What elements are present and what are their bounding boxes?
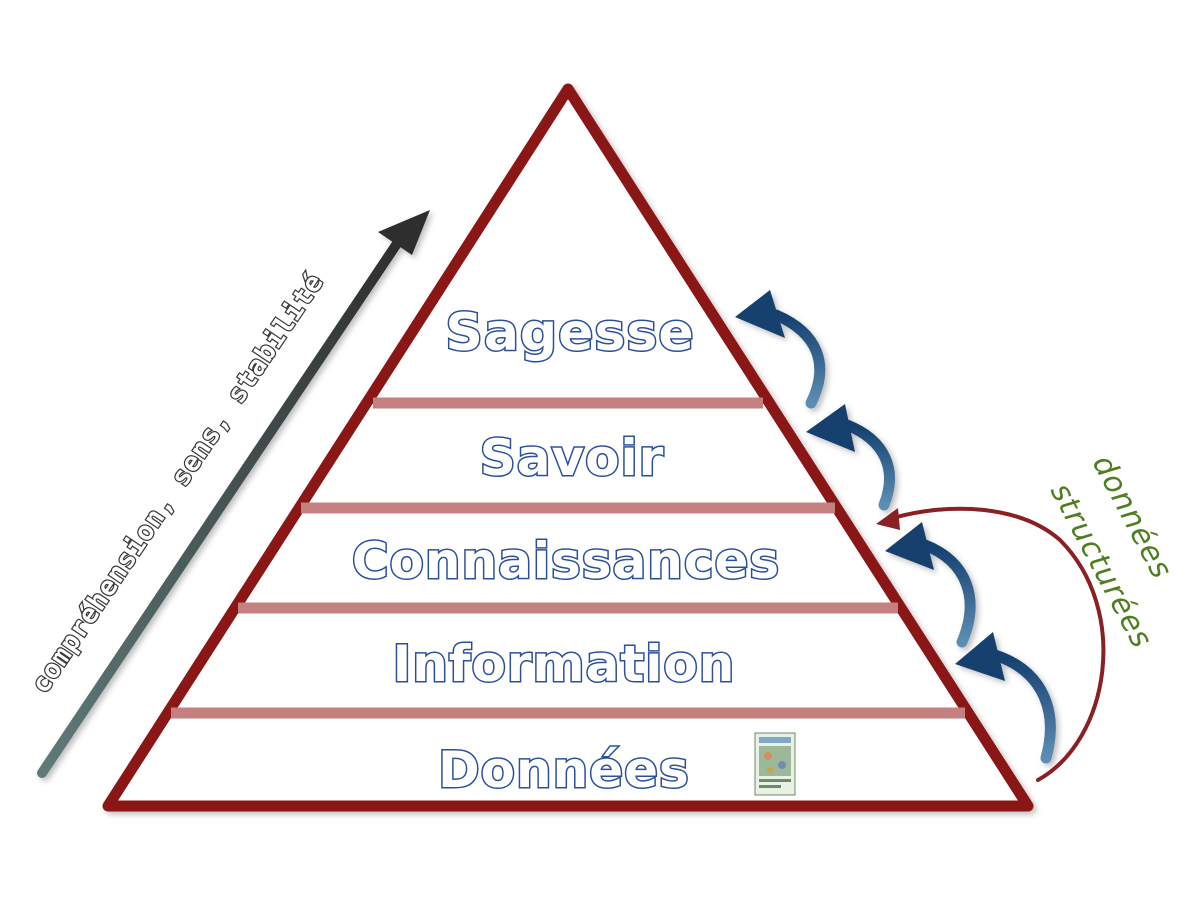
- level-label-connaissances: Connaissances: [352, 532, 780, 590]
- level-label-sagesse: Sagesse: [445, 303, 694, 363]
- level-label-savoir: Savoir: [480, 429, 665, 487]
- level-label-information: Information: [393, 635, 736, 693]
- pyramid: Sagesse Savoir Connaissances Information…: [108, 89, 1028, 806]
- document-thumbnail-icon: [755, 733, 795, 795]
- level-label-donnees: Données: [438, 741, 690, 799]
